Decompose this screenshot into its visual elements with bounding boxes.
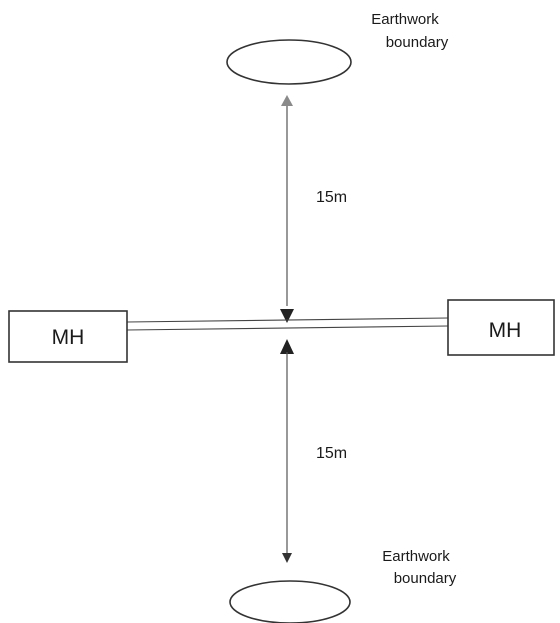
top-arrowhead-down <box>280 309 294 323</box>
bottom-arrowhead-up <box>280 339 294 354</box>
top-earthwork-boundary <box>226 39 352 85</box>
manhole-right <box>447 299 555 356</box>
top-boundary-label-line1: Earthwork <box>371 11 439 28</box>
manhole-left <box>8 310 128 363</box>
bottom-boundary-label-line2: boundary <box>394 570 457 587</box>
manhole-left-label: MH <box>52 326 85 349</box>
bottom-distance-label: 15m <box>316 445 347 462</box>
pipe-line-top <box>126 317 449 323</box>
pipe-line-bottom <box>126 325 449 331</box>
bottom-boundary-label-line1: Earthwork <box>382 548 450 565</box>
bottom-earthwork-boundary <box>229 580 351 623</box>
top-arrowhead-up <box>281 95 293 106</box>
bottom-arrowhead-down <box>282 553 292 563</box>
manhole-right-label: MH <box>489 319 522 342</box>
top-boundary-label-line2: boundary <box>386 34 449 51</box>
top-distance-label: 15m <box>316 189 347 206</box>
